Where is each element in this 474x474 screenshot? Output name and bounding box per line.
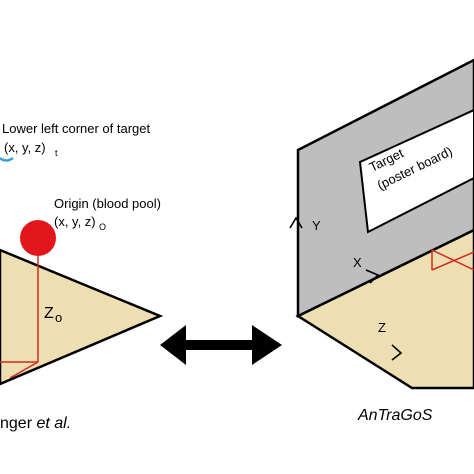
- left-caption-name: nger: [0, 415, 36, 432]
- origin-height-label: Z: [44, 305, 54, 322]
- origin-label: Origin (blood pool): [54, 196, 161, 211]
- y-axis-arrow-icon: [289, 216, 303, 229]
- axis-x-label: X: [353, 255, 362, 270]
- origin-height-sub: o: [55, 310, 62, 325]
- origin-sub: O: [99, 222, 106, 232]
- blood-pool-origin: [20, 220, 56, 256]
- arrow-shaft: [184, 340, 254, 350]
- axis-y-label: Y: [312, 218, 321, 233]
- right-caption: AnTraGoS: [357, 407, 433, 424]
- z-axis-arrow-icon: [391, 344, 403, 361]
- target-corner-label: Lower left corner of target: [2, 121, 151, 136]
- left-floor-plane: [0, 248, 164, 386]
- x-axis-arrow-icon: [365, 269, 380, 284]
- target-poster-board: [358, 108, 474, 234]
- origin-diagonal-line: [9, 361, 39, 379]
- left-caption-emph: et al.: [36, 415, 71, 432]
- blue-pointer-icon: [0, 156, 14, 162]
- left-panel: Lower left corner of target (x, y, z) t …: [0, 121, 164, 432]
- target-depth-line: [431, 251, 474, 271]
- arrow-left-head: [160, 325, 186, 365]
- double-headed-arrow: [160, 325, 282, 365]
- target-horizontal-line: [431, 249, 474, 271]
- right-panel: Y X Z Target (poster board) AnTraGoS: [289, 58, 474, 424]
- left-caption: nger et al.: [0, 415, 71, 432]
- target-corner-sub: t: [55, 148, 58, 158]
- origin-coord: (x, y, z): [54, 214, 96, 229]
- target-corner-coord: (x, y, z): [4, 140, 46, 155]
- axis-z-label: Z: [378, 320, 386, 335]
- arrow-right-head: [252, 325, 282, 365]
